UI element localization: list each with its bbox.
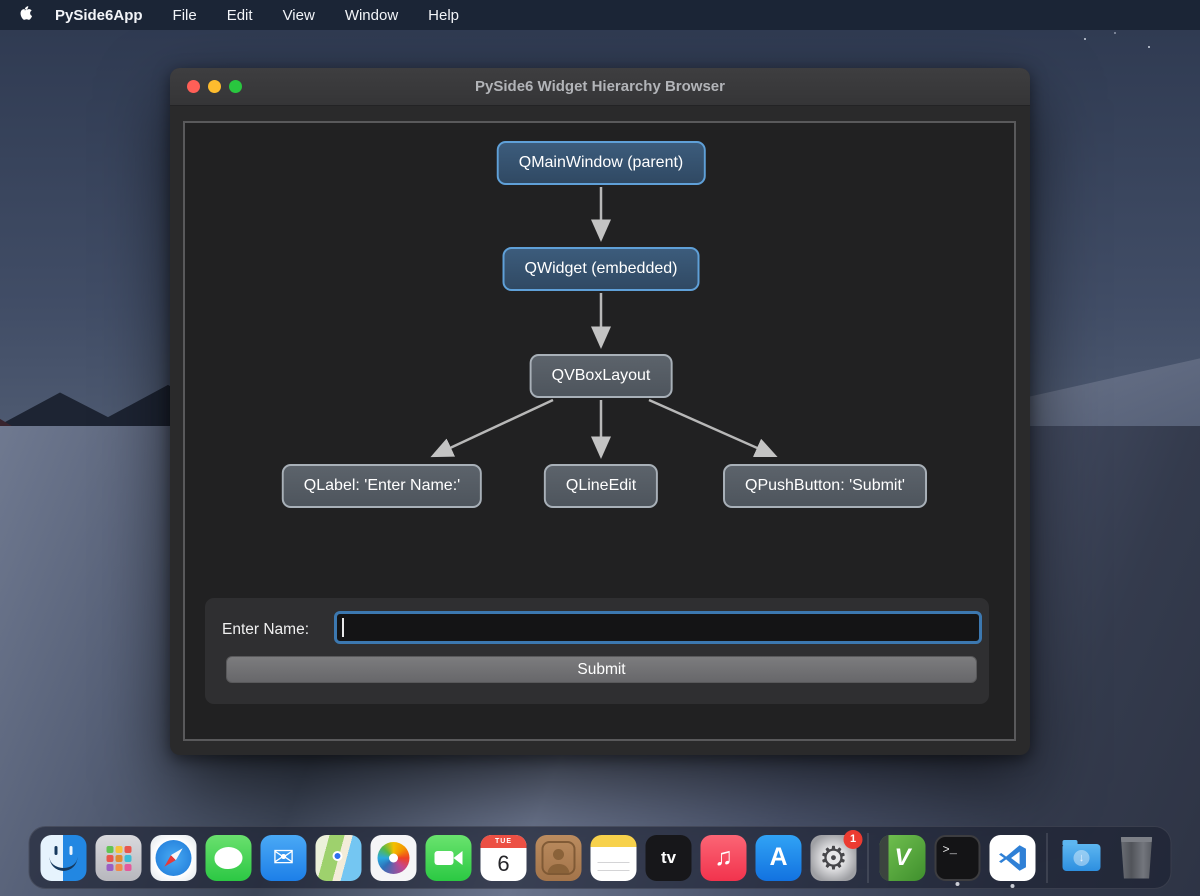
messages-icon[interactable] — [205, 834, 252, 881]
tree-node-qwidget: QWidget (embedded) — [502, 247, 700, 291]
music-icon[interactable]: ♫ — [700, 834, 747, 881]
dock-separator — [1046, 832, 1048, 883]
contacts-body — [547, 863, 570, 873]
window-titlebar[interactable]: PySide6 Widget Hierarchy Browser — [170, 68, 1030, 106]
calendar-day: 6 — [497, 851, 510, 876]
apple-menu-icon[interactable] — [16, 6, 33, 24]
downloads-arrow-icon: ↓ — [1073, 849, 1090, 866]
dock: ✉ TUE 6 tv ♫ — [28, 826, 1172, 889]
safari-dial — [155, 839, 192, 876]
tree-node-qvboxlayout: QVBoxLayout — [529, 354, 673, 398]
macvim-letter: V — [894, 843, 911, 871]
photos-icon[interactable] — [370, 834, 417, 881]
facetime-icon[interactable] — [425, 834, 472, 881]
menu-item-window[interactable]: Window — [344, 6, 399, 24]
finder-icon[interactable] — [40, 834, 87, 881]
minimize-button[interactable] — [208, 80, 221, 93]
menu-item-file[interactable]: File — [172, 6, 197, 24]
running-indicator — [955, 881, 960, 886]
folder-shape: ↓ — [1062, 840, 1101, 871]
safari-icon[interactable] — [150, 834, 197, 881]
text-cursor — [342, 618, 344, 637]
window-title: PySide6 Widget Hierarchy Browser — [475, 78, 725, 95]
system-settings-icon[interactable]: ⚙ 1 — [810, 829, 863, 881]
facetime-lens — [453, 850, 463, 865]
name-input[interactable] — [334, 611, 982, 644]
form-panel: Enter Name: Submit — [205, 598, 989, 704]
maps-pin — [332, 850, 343, 861]
contacts-frame — [541, 840, 576, 875]
gear-icon: ⚙ — [819, 839, 848, 876]
submit-button[interactable]: Submit — [226, 656, 977, 683]
finder-face — [54, 845, 58, 855]
mail-icon[interactable]: ✉ — [260, 834, 307, 881]
tree-node-qpushbutton: QPushButton: 'Submit' — [723, 464, 927, 508]
tree-edges — [430, 187, 778, 459]
running-indicator — [1010, 883, 1015, 888]
downloads-folder-icon[interactable]: ↓ — [1059, 835, 1105, 881]
macvim-icon[interactable]: V — [879, 834, 926, 881]
facetime-camera — [434, 850, 454, 865]
music-note-glyph: ♫ — [714, 843, 733, 871]
app-store-icon[interactable]: A — [755, 834, 802, 881]
close-button[interactable] — [187, 80, 200, 93]
launchpad-grid — [106, 845, 114, 853]
menu-bar: PySide6App File Edit View Window Help — [0, 0, 1200, 30]
contacts-icon[interactable] — [535, 834, 582, 881]
dock-separator — [867, 832, 869, 883]
vscode-logo — [999, 844, 1026, 871]
apple-tv-icon[interactable]: tv — [645, 834, 692, 881]
safari-needle — [162, 846, 185, 869]
photos-flower — [377, 841, 410, 874]
maps-icon[interactable] — [315, 834, 362, 881]
menu-item-view[interactable]: View — [282, 6, 315, 24]
mail-envelope-glyph: ✉ — [272, 842, 295, 872]
terminal-icon[interactable]: >_ — [934, 834, 981, 886]
diagram-panel: QMainWindow (parent) QWidget (embedded) … — [183, 121, 1016, 741]
terminal-prompt-glyph: >_ — [942, 842, 957, 857]
finder-smile — [49, 857, 78, 871]
app-window: PySide6 Widget Hierarchy Browser QMainWi… — [170, 68, 1030, 755]
launchpad-icon[interactable] — [95, 834, 142, 881]
notification-badge: 1 — [843, 829, 863, 849]
notes-icon[interactable] — [590, 834, 637, 881]
contacts-head — [553, 848, 564, 860]
traffic-lights — [187, 80, 242, 93]
tv-label: tv — [660, 847, 677, 867]
tree-node-qmainwindow: QMainWindow (parent) — [496, 141, 706, 185]
enter-name-label: Enter Name: — [222, 621, 310, 638]
menu-item-edit[interactable]: Edit — [226, 6, 253, 24]
trash-icon[interactable] — [1114, 835, 1160, 881]
messages-bubble — [214, 846, 243, 869]
trash-bin-shape — [1120, 836, 1153, 879]
notes-lines — [597, 854, 630, 875]
calendar-icon[interactable]: TUE 6 — [480, 834, 527, 881]
wallpaper-stars — [1084, 38, 1086, 40]
zoom-button[interactable] — [229, 80, 242, 93]
appstore-letter: A — [769, 843, 788, 871]
tree-node-qlineedit: QLineEdit — [543, 464, 659, 508]
menubar-app-name[interactable]: PySide6App — [55, 6, 143, 24]
macvim-spine — [879, 834, 889, 881]
vscode-icon[interactable] — [989, 834, 1036, 888]
calendar-weekday: TUE — [480, 834, 527, 848]
menu-item-help[interactable]: Help — [428, 6, 460, 24]
tree-node-qlabel: QLabel: 'Enter Name:' — [281, 464, 483, 508]
